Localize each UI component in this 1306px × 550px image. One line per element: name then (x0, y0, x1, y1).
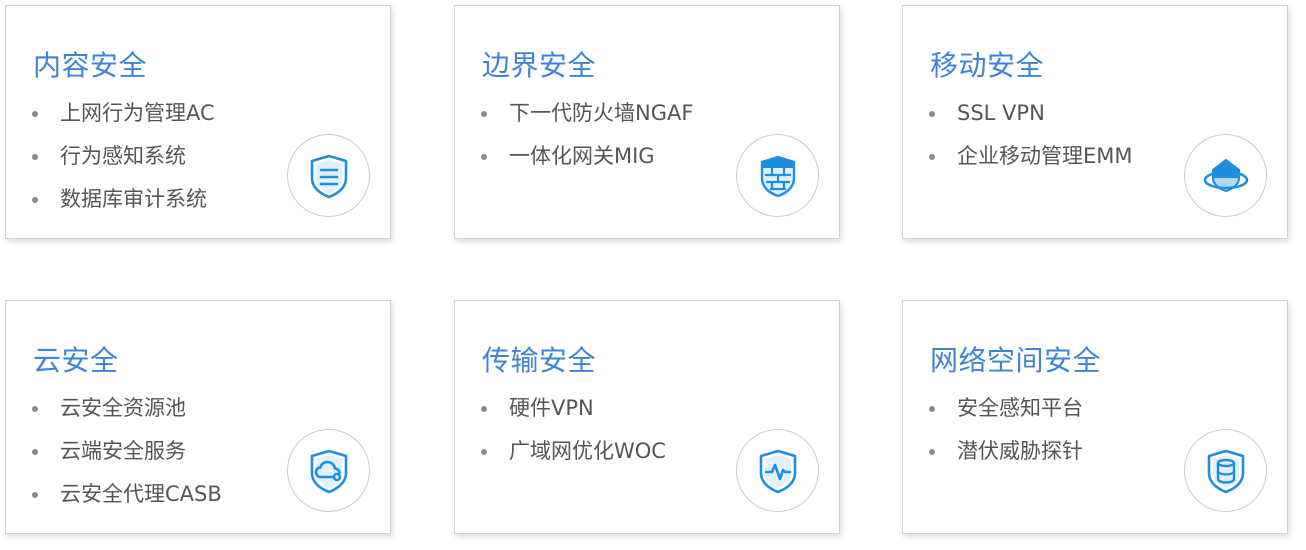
shield-cloud-icon (310, 449, 347, 493)
list-item[interactable]: 数据库审计系统 (32, 178, 215, 221)
bullet-icon (929, 153, 935, 160)
list-item[interactable]: 上网行为管理AC (32, 92, 215, 135)
list-item-label: 一体化网关MIG (509, 144, 655, 168)
bullet-icon (481, 153, 487, 160)
list-item[interactable]: 云安全资源池 (32, 387, 222, 430)
list-item-label: 数据库审计系统 (60, 187, 207, 211)
list-item-label: 行为感知系统 (60, 144, 186, 168)
list-item[interactable]: 云端安全服务 (32, 430, 222, 473)
bullet-icon (929, 405, 935, 412)
icon-badge (1184, 429, 1267, 512)
product-list: 云安全资源池 云端安全服务 云安全代理CASB (32, 387, 222, 516)
orbit-shield-icon (1203, 158, 1248, 192)
list-item[interactable]: 硬件VPN (481, 387, 666, 430)
bullet-icon (32, 110, 38, 117)
list-item[interactable]: 安全感知平台 (929, 387, 1083, 430)
list-item-label: 云安全代理CASB (60, 482, 222, 506)
bullet-icon (32, 196, 38, 203)
bullet-icon (32, 491, 38, 498)
bullet-icon (32, 405, 38, 412)
list-item-label: SSL VPN (957, 101, 1045, 125)
product-list: 硬件VPN 广域网优化WOC (481, 387, 666, 473)
list-item-label: 硬件VPN (509, 396, 594, 420)
list-item[interactable]: SSL VPN (929, 92, 1133, 135)
list-item-label: 广域网优化WOC (509, 439, 666, 463)
bullet-icon (481, 448, 487, 455)
bullet-icon (481, 405, 487, 412)
list-item-label: 下一代防火墙NGAF (509, 101, 694, 125)
list-item[interactable]: 云安全代理CASB (32, 473, 222, 516)
product-list: 下一代防火墙NGAF 一体化网关MIG (481, 92, 693, 178)
card-cloud-security[interactable]: 云安全 云安全资源池 云端安全服务 云安全代理CASB (5, 300, 391, 534)
icon-badge (1184, 134, 1267, 217)
list-item[interactable]: 潜伏威胁探针 (929, 430, 1083, 473)
shield-pulse-icon (759, 449, 796, 493)
list-item-label: 云安全资源池 (60, 396, 186, 420)
card-title: 网络空间安全 (930, 344, 1102, 377)
bullet-icon (929, 448, 935, 455)
card-transport-security[interactable]: 传输安全 硬件VPN 广域网优化WOC (454, 300, 840, 534)
bullet-icon (481, 110, 487, 117)
icon-badge (287, 429, 370, 512)
list-item-label: 安全感知平台 (957, 396, 1083, 420)
list-item[interactable]: 下一代防火墙NGAF (481, 92, 693, 135)
icon-badge (736, 134, 819, 217)
card-title: 云安全 (33, 344, 119, 377)
card-content-security[interactable]: 内容安全 上网行为管理AC 行为感知系统 数据库审计系统 (5, 5, 391, 239)
card-border-security[interactable]: 边界安全 下一代防火墙NGAF 一体化网关MIG (454, 5, 840, 239)
list-item[interactable]: 一体化网关MIG (481, 135, 693, 178)
list-item-label: 企业移动管理EMM (957, 144, 1133, 168)
card-title: 移动安全 (930, 49, 1045, 82)
product-list: 安全感知平台 潜伏威胁探针 (929, 387, 1083, 473)
icon-badge (736, 429, 819, 512)
card-cyberspace-security[interactable]: 网络空间安全 安全感知平台 潜伏威胁探针 (902, 300, 1288, 534)
list-item-label: 云端安全服务 (60, 439, 186, 463)
list-item[interactable]: 广域网优化WOC (481, 430, 666, 473)
list-item-label: 上网行为管理AC (60, 101, 215, 125)
bullet-icon (929, 110, 935, 117)
card-title: 传输安全 (482, 344, 597, 377)
product-list: 上网行为管理AC 行为感知系统 数据库审计系统 (32, 92, 215, 221)
bullet-icon (32, 153, 38, 160)
product-list: SSL VPN 企业移动管理EMM (929, 92, 1133, 178)
icon-badge (287, 134, 370, 217)
list-item[interactable]: 企业移动管理EMM (929, 135, 1133, 178)
card-mobile-security[interactable]: 移动安全 SSL VPN 企业移动管理EMM (902, 5, 1288, 239)
list-item-label: 潜伏威胁探针 (957, 439, 1083, 463)
card-title: 边界安全 (482, 49, 597, 82)
card-title: 内容安全 (33, 49, 148, 82)
shield-database-icon (1207, 449, 1244, 493)
shield-firewall-icon (760, 155, 795, 197)
bullet-icon (32, 448, 38, 455)
list-item[interactable]: 行为感知系统 (32, 135, 215, 178)
shield-list-icon (310, 154, 347, 198)
